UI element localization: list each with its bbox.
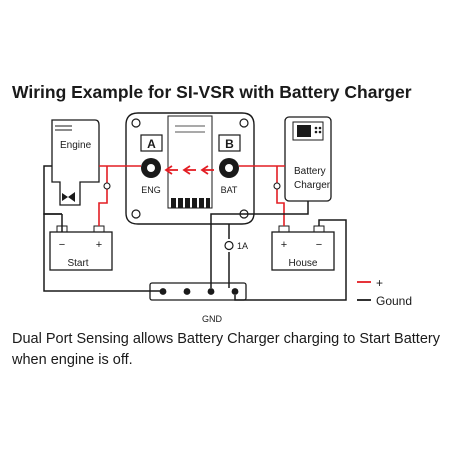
engine-label: Engine (60, 140, 92, 151)
mounting-hole (131, 209, 141, 219)
connector-slot (192, 198, 197, 208)
house-battery-terminal-pos (278, 225, 290, 233)
connector-slot (171, 198, 176, 208)
wire-house-neg (234, 219, 347, 301)
wire-house-pos (276, 166, 285, 226)
eng-label: ENG (141, 185, 161, 195)
charger-indicator (314, 130, 318, 134)
legend-label-positive: + (376, 276, 383, 290)
ground-bus-terminal (231, 288, 239, 295)
start-battery-terminal-pos (93, 225, 105, 233)
ground-bus-terminal (207, 288, 215, 295)
start-battery-plus: + (96, 239, 102, 251)
eng-terminal-nut (147, 164, 155, 172)
gnd-label: GND (202, 314, 223, 324)
engine-cowling (51, 119, 100, 206)
mounting-hole (239, 118, 249, 128)
mounting-hole (131, 118, 141, 128)
start-battery: − + Start (49, 225, 113, 271)
wire-start-neg (43, 213, 163, 292)
house-battery-body (271, 231, 335, 271)
connector-slot (185, 198, 190, 208)
start-battery-minus: − (59, 239, 65, 251)
connector-slot (206, 198, 210, 208)
start-battery-label: Start (67, 258, 88, 269)
diagram-title: Wiring Example for SI-VSR with Battery C… (12, 82, 412, 102)
center-panel (167, 115, 213, 209)
port-b-box (218, 134, 241, 152)
ground-wiring (43, 165, 347, 301)
connector-slot (199, 198, 204, 208)
port-a-label: A (147, 137, 156, 151)
charger-indicator (314, 126, 318, 130)
engine: Engine (51, 119, 100, 206)
house-battery: + − House (271, 225, 335, 271)
wiring-diagram: Engine A B ENG BAT (43, 112, 412, 324)
bat-label: BAT (221, 185, 238, 195)
ground-bus-bar: GND (149, 282, 247, 324)
charger-label-line1: Battery (294, 166, 326, 177)
charge-flow-arrows (164, 165, 214, 175)
house-battery-minus: − (316, 239, 322, 251)
port-b-label: B (225, 137, 234, 151)
ground-bus-terminal (183, 288, 191, 295)
start-fuse-icon (103, 182, 111, 190)
fuse-1a-label: 1A (237, 241, 248, 251)
charger-indicator (318, 130, 322, 134)
wire-start-pos (98, 166, 108, 226)
legend-label-ground: Gound (376, 294, 412, 308)
battery-charger: Battery Charger (284, 116, 332, 202)
si-vsr-device: A B ENG BAT (125, 112, 255, 225)
start-battery-body (49, 231, 113, 271)
charger-indicator (318, 126, 322, 130)
propeller-icon (62, 192, 75, 202)
connector-slot (178, 198, 183, 208)
port-a-box (140, 134, 163, 152)
house-battery-label: House (289, 258, 318, 269)
house-battery-terminal-neg (313, 225, 325, 233)
charger-label-line2: Charger (294, 180, 331, 191)
wire-charger-gnd (210, 201, 309, 288)
legend: + Gound (357, 276, 412, 308)
caption-text: Dual Port Sensing allows Battery Charger… (12, 331, 440, 368)
house-fuse-icon (273, 182, 281, 190)
bat-terminal-nut (225, 164, 233, 172)
charger-display-window (297, 125, 311, 137)
house-battery-plus: + (281, 239, 287, 251)
fuse-1a-icon (224, 240, 234, 251)
